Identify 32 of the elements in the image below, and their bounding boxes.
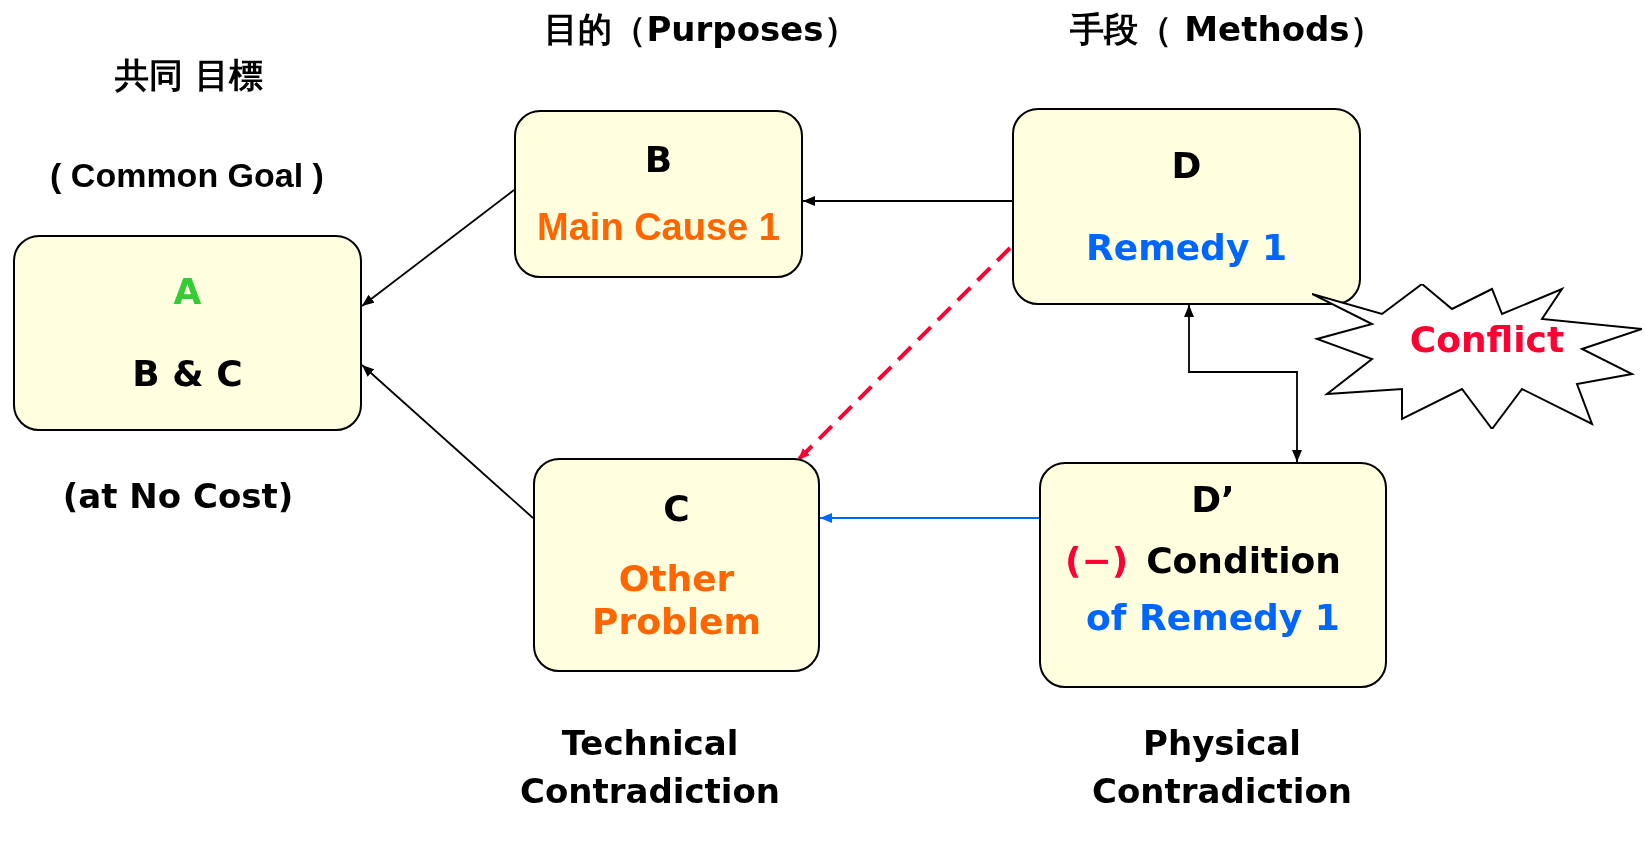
box-text: B & C	[132, 352, 243, 396]
box-letter: C	[663, 487, 690, 531]
box-letter: D	[1171, 143, 1202, 187]
label-text: (at No Cost)	[62, 475, 294, 518]
box-text: of Remedy 1	[1086, 596, 1340, 640]
box-letter: D’	[1191, 478, 1235, 522]
rounded-box	[1039, 462, 1387, 688]
rounded-box	[514, 110, 803, 278]
box-letter: B	[644, 137, 673, 181]
arrow	[361, 364, 534, 519]
arrow	[361, 189, 515, 307]
rounded-box	[1012, 108, 1361, 305]
caption-text: Technical Contradiction	[518, 722, 782, 813]
box-text: Condition	[1146, 539, 1341, 583]
arrow	[819, 513, 1040, 523]
label-text: 共同 目標	[115, 54, 263, 97]
column-heading: 目的（Purposes）	[544, 8, 858, 51]
caption-text: Physical Contradiction	[1090, 722, 1354, 813]
column-heading: 手段（ Methods）	[1070, 8, 1384, 51]
box-text: Other Problem	[591, 556, 762, 643]
dashed-arrow	[796, 246, 1012, 462]
conflict-text: Conflict	[1408, 318, 1566, 362]
box-letter: A	[173, 270, 202, 314]
conflict-starburst	[1312, 284, 1642, 429]
arrow	[1184, 304, 1302, 463]
rounded-box	[13, 235, 362, 431]
rounded-box	[533, 458, 820, 672]
label-text: ( Common Goal )	[50, 155, 324, 196]
box-text: Main Cause 1	[537, 204, 780, 250]
box-text: Remedy 1	[1086, 226, 1287, 270]
arrow	[802, 196, 1013, 206]
minus-sign: (−)	[1065, 539, 1129, 583]
